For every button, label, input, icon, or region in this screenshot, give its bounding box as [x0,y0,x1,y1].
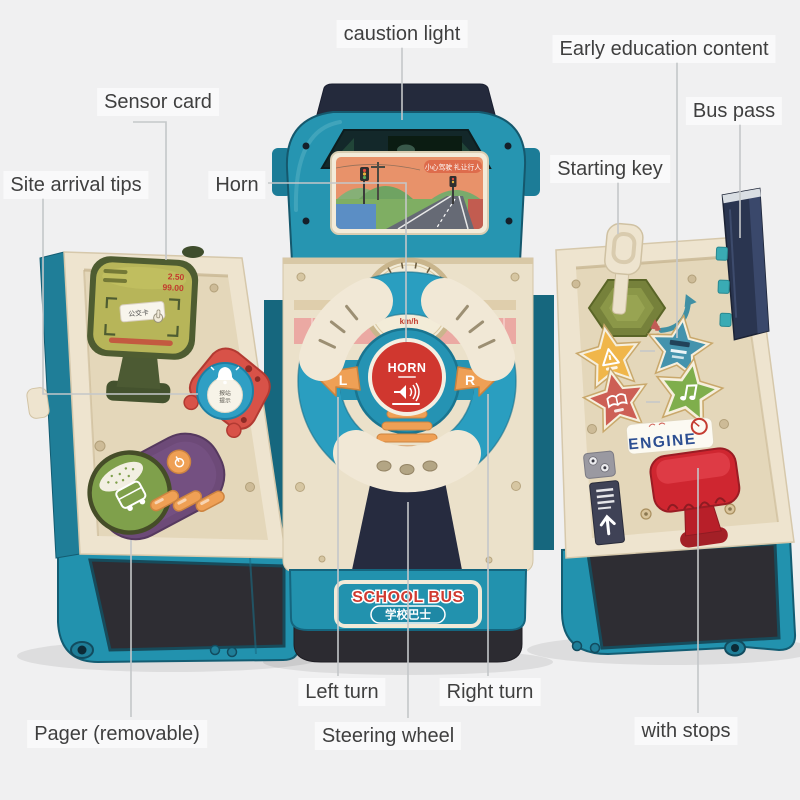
callout-label-bus-pass: Bus pass [685,97,783,125]
star-button-story [577,360,655,436]
callout-label-pager: Pager (removable) [27,720,207,748]
scan-frame-icon [104,296,181,338]
card-reader-fare: 2.50 [168,271,185,282]
right-tray: ENGINE [555,187,797,657]
callout-label-sensor-card: Sensor card [97,88,219,116]
right-bus-window [586,542,781,650]
steering-column [352,466,462,570]
left-tray: 2.50 99.00 公交卡 [26,246,299,664]
callout-label-steering-wheel: Steering wheel [314,722,462,750]
card-reader-balance: 99.00 [162,282,184,293]
scene-badge-label: 小心驾驶 礼让行人 [425,163,481,172]
star-button-warning [571,318,648,392]
callout-line-sensor-card [133,121,167,260]
bus-cab: 小心驾驶 礼让行人 km/h [272,83,540,663]
sensor-card-reader: 2.50 99.00 公交卡 [87,256,199,404]
callout-line-early-education [640,62,678,403]
tray-latch-tab [26,387,50,419]
gear-indicator [583,450,625,546]
callout-line-horn [268,182,407,342]
callout-lines [42,47,741,718]
pager-buttons [149,489,225,512]
up-arrow-icon [599,514,616,536]
story-book-star-icon [606,393,628,413]
callout-label-left-turn: Left turn [298,678,386,706]
pager [87,432,226,541]
callout-label-early-education: Early education content [552,35,776,63]
warning-star-icon [602,348,620,371]
callout-label-caution-light: caustion light [336,20,468,48]
horn-speaker-icon [392,382,420,405]
callout-line-site-arrival [42,198,198,395]
pager-power-button [166,449,192,475]
callout-label-horn: Horn [208,171,266,199]
horn-button: HORN [368,338,446,416]
steering-wheel: L R HORN [297,271,517,493]
callout-label-starting-key: Starting key [550,155,670,183]
engine-plate: ENGINE [625,417,715,455]
callout-label-with-stops: with stops [634,717,738,745]
transit-card-tag-label: 公交卡 [128,308,149,319]
traffic-star-icon [669,339,690,360]
gauge-icon [690,417,708,435]
horn-label: HORN [388,361,427,375]
callout-label-site-arrival: Site arrival tips [3,171,149,199]
gear-shift [649,447,741,548]
star-button-music [649,351,728,428]
bell-icon [210,366,240,385]
scene-card: 小心驾驶 礼让行人 [330,151,489,235]
bell-button-label-2: 提示 [219,397,231,405]
star-button-traffic [642,310,717,382]
left-bus-window [88,558,286,652]
callout-label-right-turn: Right turn [439,678,541,706]
music-star-icon [680,384,698,401]
bell-button-label-1: 报站 [219,389,231,397]
bus-icon [115,480,147,511]
right-turn-label: R [465,372,475,388]
engine-label: ENGINE [628,431,698,454]
starting-key [587,222,667,337]
left-turn-label: L [339,372,348,388]
arrival-bell-button: 报站 提示 [183,347,271,439]
bus-pass-card [715,187,770,341]
speedometer-unit: km/h [400,317,419,326]
